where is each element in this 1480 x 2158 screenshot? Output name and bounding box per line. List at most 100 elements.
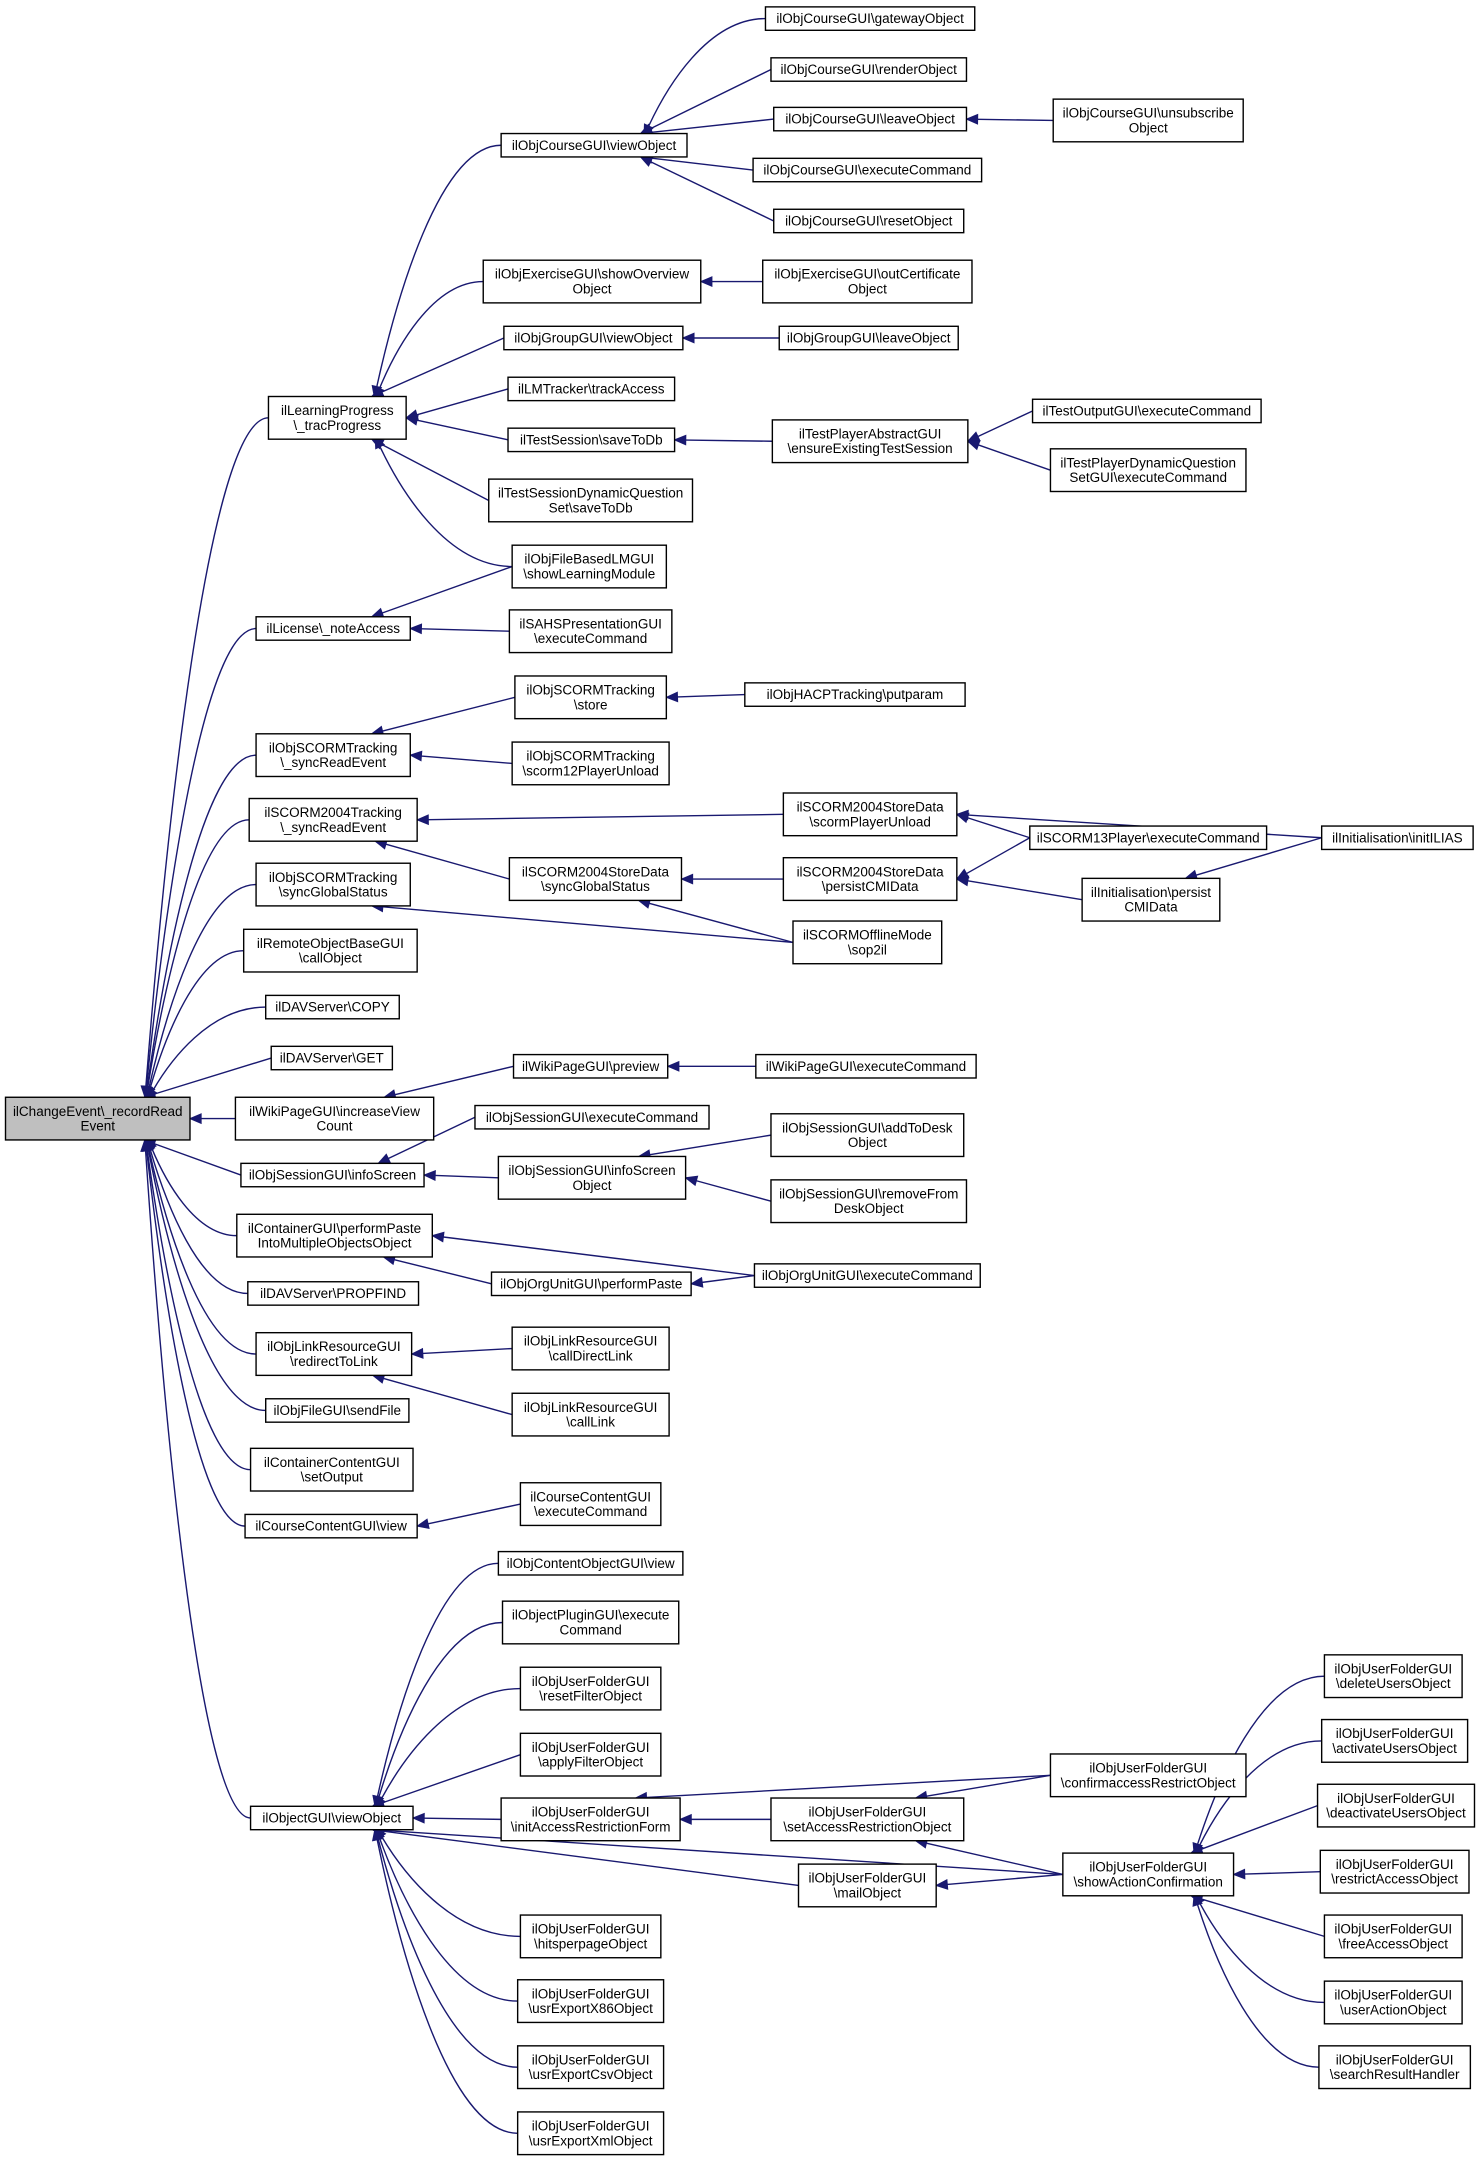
node-sd-sync[interactable]: ilSCORM2004StoreData\syncGlobalStatus — [508, 857, 683, 902]
node-sco-tr[interactable]: ilObjSCORMTracking\_syncReadEvent — [255, 733, 411, 778]
node-uf-csv[interactable]: ilObjUserFolderGUI\usrExportCsvObject — [516, 2045, 665, 2090]
node-crs-gateway[interactable]: ilObjCourseGUI\gatewayObject — [764, 6, 976, 31]
node-label: \activateUsersObject — [1332, 1741, 1457, 1756]
node-obj-view[interactable]: ilObjectGUI\viewObject — [249, 1805, 414, 1831]
node-box — [497, 1155, 687, 1200]
node-plug-exec[interactable]: ilObjectPluginGUI\executeCommand — [501, 1600, 680, 1645]
node-crs-reset[interactable]: ilObjCourseGUI\resetObject — [773, 208, 965, 234]
node-lic[interactable]: ilLicense\_noteAccess — [255, 616, 411, 641]
node-crs-leave[interactable]: ilObjCourseGUI\leaveObject — [773, 106, 968, 132]
node-lm-track[interactable]: ilLMTracker\trackAccess — [507, 376, 676, 402]
node-box — [270, 1045, 394, 1071]
node-uf-apply[interactable]: ilObjUserFolderGUI\applyFilterObject — [519, 1732, 662, 1777]
node-link-direct[interactable]: ilObjLinkResourceGUI\callDirectLink — [511, 1326, 670, 1371]
edge-sdUnload-to-s2004 — [415, 813, 784, 826]
node-label: ilObjUserFolderGUI — [1089, 1860, 1207, 1875]
node-sco-glob[interactable]: ilObjSCORMTracking\syncGlobalStatus — [255, 862, 411, 907]
node-fblm[interactable]: ilObjFileBasedLMGUI\showLearningModule — [511, 544, 668, 589]
node-box — [764, 6, 976, 31]
node-crs-render[interactable]: ilObjCourseGUI\renderObject — [770, 57, 968, 82]
node-box — [265, 1398, 410, 1423]
node-tp-ensure[interactable]: ilTestPlayerAbstractGUI\ensureExistingTe… — [771, 419, 969, 464]
edge-crsView-to-lp — [371, 144, 502, 399]
edge-layer — [140, 17, 1325, 2134]
node-link-redir[interactable]: ilObjLinkResourceGUI\redirectToLink — [255, 1331, 413, 1377]
node-label: ilLicense\_noteAccess — [266, 621, 400, 636]
node-uf-xml[interactable]: ilObjUserFolderGUI\usrExportXmlObject — [516, 2111, 665, 2156]
edge-ufInitAR-to-objView — [411, 1812, 502, 1824]
node-tpd-exec[interactable]: ilTestPlayerDynamicQuestionSetGUI\execut… — [1049, 448, 1247, 493]
node-uf-set-ar[interactable]: ilObjUserFolderGUI\setAccessRestrictionO… — [770, 1797, 965, 1842]
edge-line — [145, 627, 257, 1087]
node-cont-content[interactable]: ilContainerContentGUI\setOutput — [249, 1447, 414, 1492]
node-uf-hits[interactable]: ilObjUserFolderGUI\hitsperpageObject — [519, 1914, 662, 1959]
node-label: ilObjCourseGUI\leaveObject — [785, 112, 955, 127]
node-org-exec[interactable]: ilObjOrgUnitGUI\executeCommand — [753, 1263, 981, 1288]
node-box — [501, 1600, 680, 1645]
node-dav-get[interactable]: ilDAVServer\GET — [270, 1045, 394, 1071]
node-grp-leave[interactable]: ilObjGroupGUI\leaveObject — [778, 325, 959, 351]
node-uf-activate[interactable]: ilObjUserFolderGUI\activateUsersObject — [1320, 1718, 1469, 1763]
node-grp-view[interactable]: ilObjGroupGUI\viewObject — [503, 325, 684, 351]
node-box — [1029, 825, 1268, 851]
node-box — [770, 57, 968, 82]
edge-orgPaste-to-contPaste — [382, 1254, 492, 1285]
node-co-view[interactable]: ilObjContentObjectGUI\view — [497, 1550, 684, 1576]
node-s13exec[interactable]: ilSCORM13Player\executeCommand — [1029, 825, 1268, 851]
node-org-paste[interactable]: ilObjOrgUnitGUI\performPaste — [490, 1271, 692, 1297]
node-cc-exec[interactable]: ilCourseContentGUI\executeCommand — [519, 1482, 662, 1527]
node-dav-copy[interactable]: ilDAVServer\COPY — [265, 994, 400, 1020]
node-crs-exec[interactable]: ilObjCourseGUI\executeCommand — [752, 157, 983, 183]
node-s2004[interactable]: ilSCORM2004Tracking\_syncReadEvent — [248, 797, 418, 842]
node-ts-save[interactable]: ilTestSession\saveToDb — [507, 427, 676, 453]
node-uf-x86[interactable]: ilObjUserFolderGUI\usrExportX86Object — [516, 1979, 665, 2024]
node-dav-prop[interactable]: ilDAVServer\PROPFIND — [247, 1281, 420, 1306]
node-sd-persist[interactable]: ilSCORM2004StoreData\persistCMIData — [782, 857, 958, 902]
node-label: ilTestPlayerDynamicQuestion — [1060, 455, 1236, 470]
node-sess-info[interactable]: ilObjSessionGUI\infoScreen — [240, 1162, 425, 1188]
node-sess-exec[interactable]: ilObjSessionGUI\executeCommand — [474, 1104, 710, 1130]
node-to-exec[interactable]: ilTestOutputGUI\executeCommand — [1031, 398, 1262, 424]
node-hacp[interactable]: ilObjHACPTracking\putparam — [744, 682, 966, 707]
node-link-call[interactable]: ilObjLinkResourceGUI\callLink — [511, 1392, 670, 1437]
node-uf-reset[interactable]: ilObjUserFolderGUI\resetFilterObject — [519, 1666, 662, 1711]
node-uf-free[interactable]: ilObjUserFolderGUI\freeAccessObject — [1323, 1914, 1463, 1959]
node-sco12[interactable]: ilObjSCORMTracking\scorm12PlayerUnload — [511, 741, 670, 786]
node-uf-deactivate[interactable]: ilObjUserFolderGUI\deactivateUsersObject — [1316, 1783, 1476, 1828]
node-uf-mail[interactable]: ilObjUserFolderGUI\mailObject — [797, 1863, 937, 1908]
node-file-send[interactable]: ilObjFileGUI\sendFile — [265, 1398, 410, 1423]
node-sd-unload[interactable]: ilSCORM2004StoreData\scormPlayerUnload — [782, 792, 958, 837]
node-uf-restrict[interactable]: ilObjUserFolderGUI\restrictAccessObject — [1319, 1849, 1470, 1894]
node-init-persist[interactable]: ilInitialisation\persistCMIData — [1081, 877, 1221, 922]
node-label: \syncGlobalStatus — [279, 885, 388, 900]
node-offline[interactable]: ilSCORMOfflineMode\sop2il — [792, 920, 943, 965]
node-label: ilObjUserFolderGUI — [1089, 1761, 1207, 1776]
node-uf-search[interactable]: ilObjUserFolderGUI\searchResultHandler — [1318, 2045, 1472, 2090]
node-remote[interactable]: ilRemoteObjectBaseGUI\callObject — [242, 928, 418, 973]
node-sco-store[interactable]: ilObjSCORMTracking\store — [514, 675, 668, 720]
node-course-content[interactable]: ilCourseContentGUI\view — [244, 1513, 418, 1539]
node-wiki-exec[interactable]: ilWikiPageGUI\executeCommand — [755, 1053, 977, 1079]
node-sahs-exec[interactable]: ilSAHSPresentationGUI\executeCommand — [508, 609, 673, 654]
edge-sessAdd-to-sessInfoObj — [637, 1134, 772, 1161]
node-uf-show[interactable]: ilObjUserFolderGUI\showActionConfirmatio… — [1062, 1852, 1235, 1897]
node-init-ilias[interactable]: ilInitialisation\initILIAS — [1320, 825, 1474, 851]
node-uf-delete[interactable]: ilObjUserFolderGUI\deleteUsersObject — [1323, 1654, 1463, 1699]
node-uf-init-ar[interactable]: ilObjUserFolderGUI\initAccessRestriction… — [500, 1797, 681, 1842]
node-uf-action[interactable]: ilObjUserFolderGUI\userActionObject — [1323, 1980, 1463, 2025]
node-wiki-prev[interactable]: ilWikiPageGUI\preview — [512, 1053, 669, 1079]
node-lp[interactable]: ilLearningProgress\_tracProgress — [267, 395, 407, 440]
edge-line — [648, 17, 766, 127]
node-crs-view[interactable]: ilObjCourseGUI\viewObject — [500, 132, 688, 158]
node-cont-paste[interactable]: ilContainerGUI\performPasteIntoMultipleO… — [236, 1213, 433, 1258]
node-uf-confirm[interactable]: ilObjUserFolderGUI\confirmaccessRestrict… — [1049, 1753, 1247, 1798]
